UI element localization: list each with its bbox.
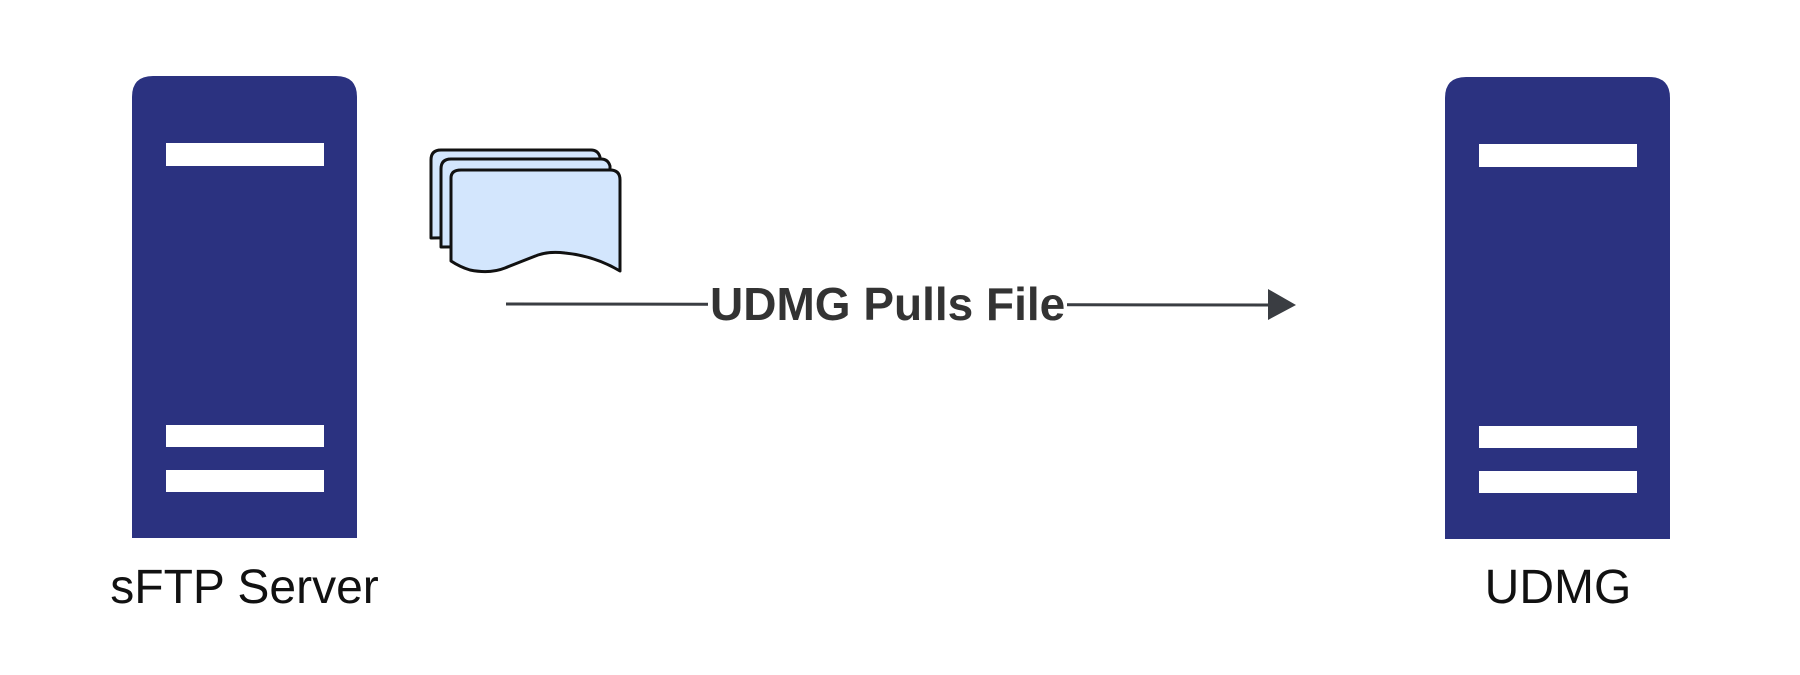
- flow-label: UDMG Pulls File: [708, 278, 1068, 330]
- sftp-server-icon: [132, 76, 357, 538]
- sftp-server-label: sFTP Server: [110, 561, 379, 614]
- udmg-label: UDMG: [1484, 561, 1632, 614]
- file-stack-icon: [429, 148, 622, 274]
- udmg-server-icon: [1445, 77, 1670, 539]
